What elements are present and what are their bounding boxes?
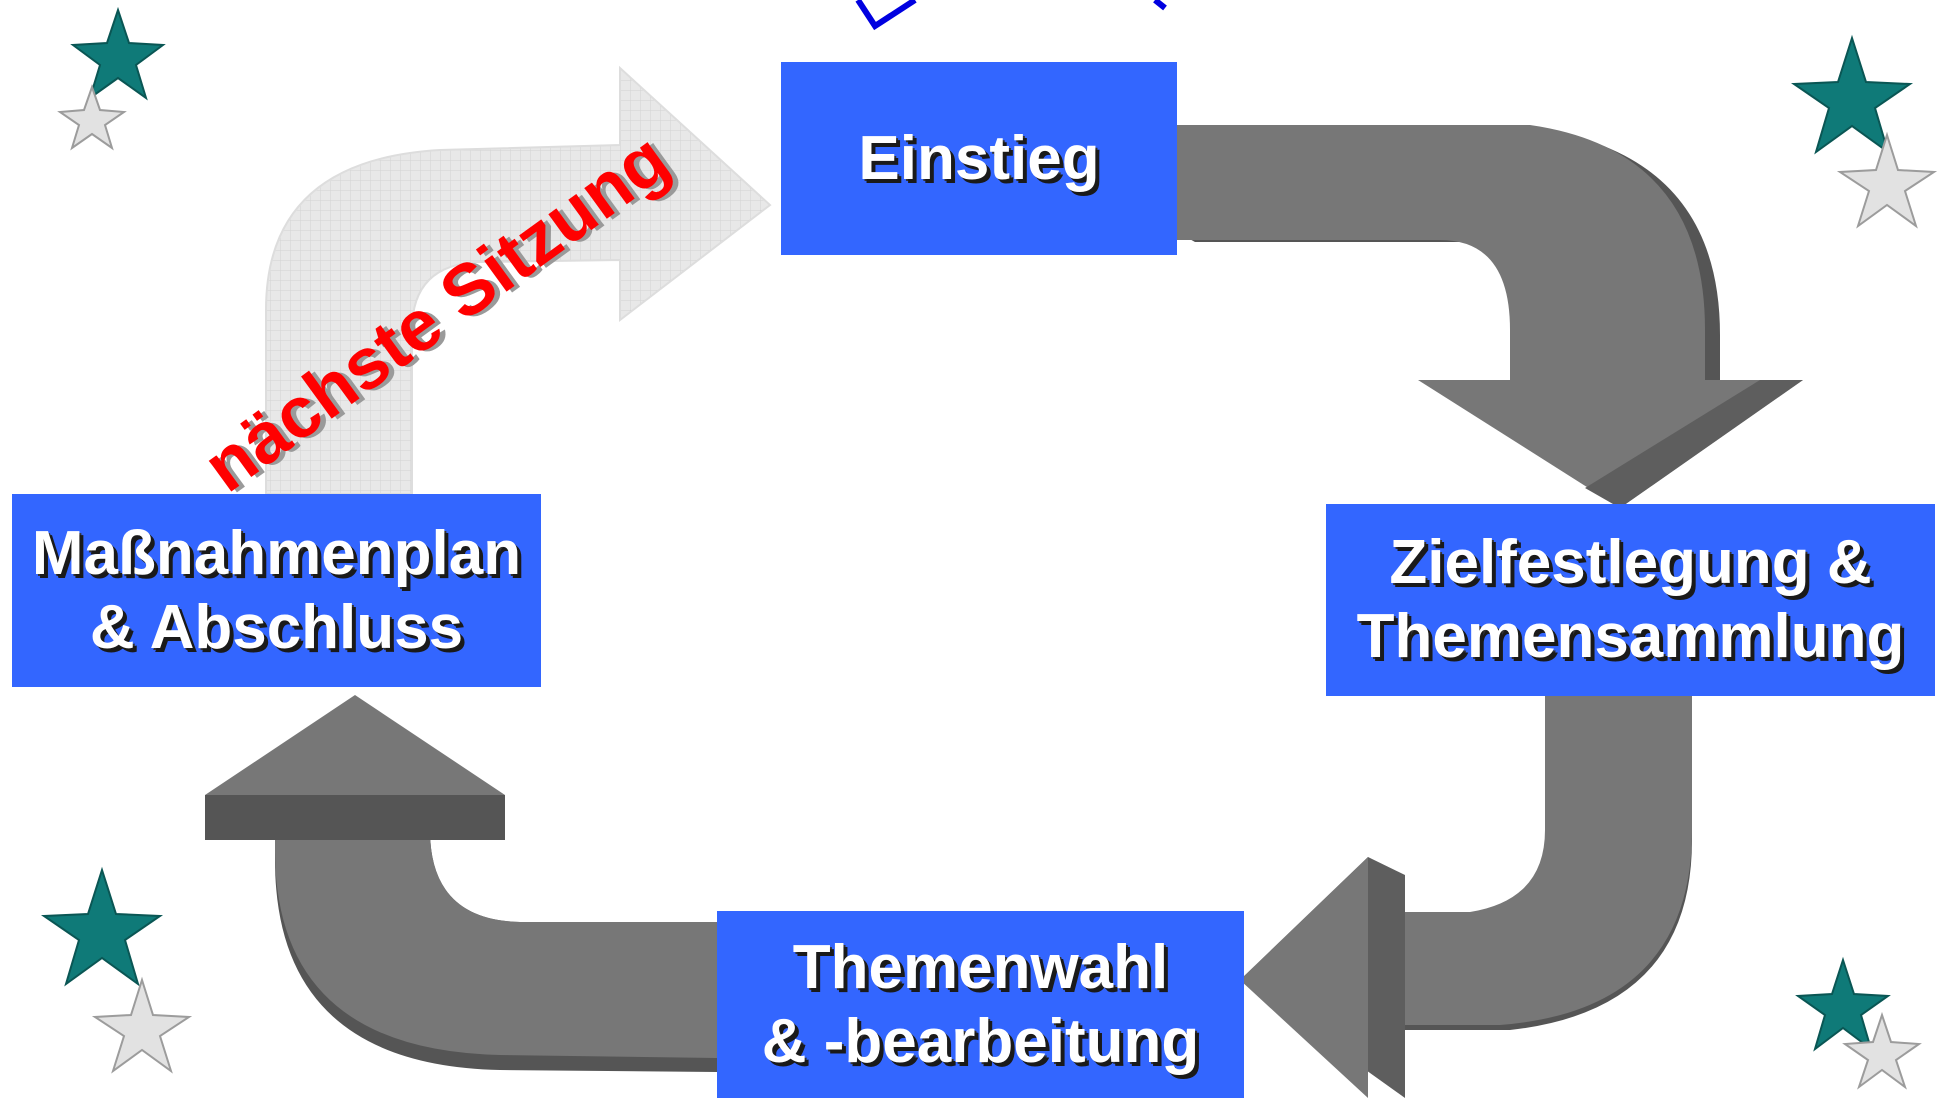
star-icon bbox=[1795, 956, 1922, 1090]
step-einstieg: Einstieg bbox=[781, 62, 1177, 255]
step-zielfestlegung-label-1: Zielfestlegung & bbox=[1389, 528, 1872, 597]
step-zielfestlegung-label-2: Themensammlung bbox=[1356, 602, 1905, 671]
arrow-themen-to-massnahmen bbox=[205, 695, 717, 1072]
arrow-einstieg-to-ziel bbox=[1177, 125, 1803, 508]
star-icon bbox=[57, 6, 166, 151]
star-icon bbox=[40, 866, 193, 1074]
partial-outline-shape-right bbox=[1153, 0, 1167, 11]
next-session-arrow bbox=[265, 65, 772, 495]
partial-outline-shape bbox=[855, 0, 917, 31]
step-themenwahl: Themenwahl & -bearbeitung bbox=[717, 911, 1244, 1098]
arrow-ziel-to-themen bbox=[1240, 696, 1692, 1098]
step-zielfestlegung: Zielfestlegung & Themensammlung bbox=[1326, 504, 1935, 696]
star-icon bbox=[1790, 34, 1938, 229]
step-massnahmen: Maßnahmenplan & Abschluss bbox=[12, 494, 541, 687]
step-themenwahl-label-1: Themenwahl bbox=[792, 932, 1169, 1002]
step-massnahmen-label-1: Maßnahmenplan bbox=[31, 518, 522, 588]
step-massnahmen-label-2: & Abschluss bbox=[89, 592, 464, 662]
step-einstieg-label: Einstieg bbox=[858, 123, 1100, 193]
step-themenwahl-label-2: & -bearbeitung bbox=[761, 1006, 1200, 1076]
